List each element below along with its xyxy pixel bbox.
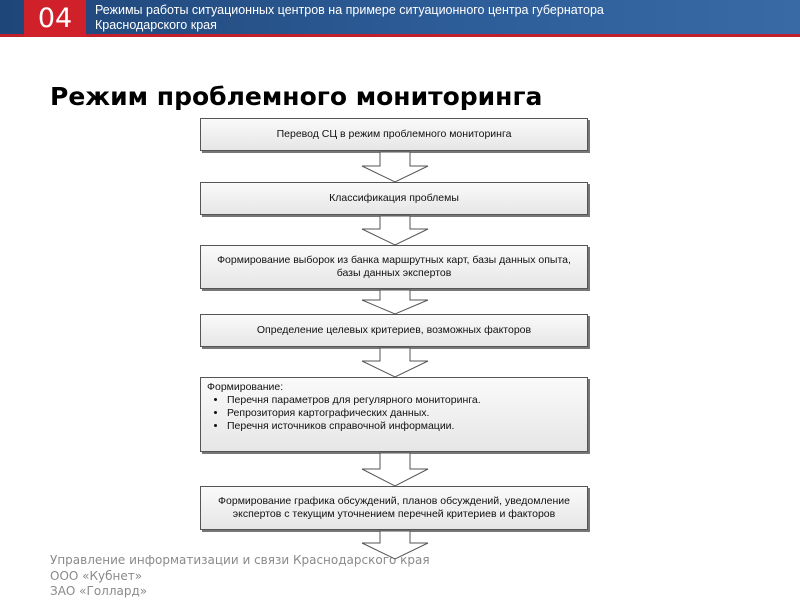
page-title: Режим проблемного мониторинга	[50, 82, 543, 111]
footer-line: Управление информатизации и связи Красно…	[50, 553, 430, 567]
footer-line: ЗАО «Голлард»	[50, 584, 148, 598]
header-title: Режимы работы ситуационных центров на пр…	[95, 3, 604, 33]
list-item: Репрозитория картографических данных.	[227, 407, 581, 420]
header-title-line: Режимы работы ситуационных центров на пр…	[95, 3, 604, 17]
arrow-down-icon	[361, 215, 429, 246]
arrow-down-icon	[361, 530, 429, 560]
footer-line: ООО «Кубнет»	[50, 569, 143, 583]
flow-step-4: Определение целевых критериев, возможных…	[200, 314, 588, 347]
slide-number: 04	[24, 0, 86, 37]
flow-step-6: Формирование графика обсуждений, планов …	[200, 486, 588, 530]
flow-step-5-heading: Формирование:	[207, 381, 284, 393]
header-divider	[0, 34, 800, 37]
header-title-line: Краснодарского края	[95, 18, 217, 32]
header-bar	[0, 0, 800, 34]
flow-step-3: Формирование выборок из банка маршрутных…	[200, 245, 588, 289]
arrow-down-icon	[361, 289, 429, 315]
flow-step-2: Классификация проблемы	[200, 182, 588, 215]
arrow-down-icon	[361, 452, 429, 487]
list-item: Перечня параметров для регулярного монит…	[227, 394, 581, 407]
arrow-down-icon	[361, 347, 429, 378]
list-item: Перечня источников справочной информации…	[227, 420, 581, 433]
flow-step-1: Перевод СЦ в режим проблемного мониторин…	[200, 118, 588, 151]
arrow-down-icon	[361, 151, 429, 183]
flow-step-5: Формирование: Перечня параметров для рег…	[200, 377, 588, 452]
